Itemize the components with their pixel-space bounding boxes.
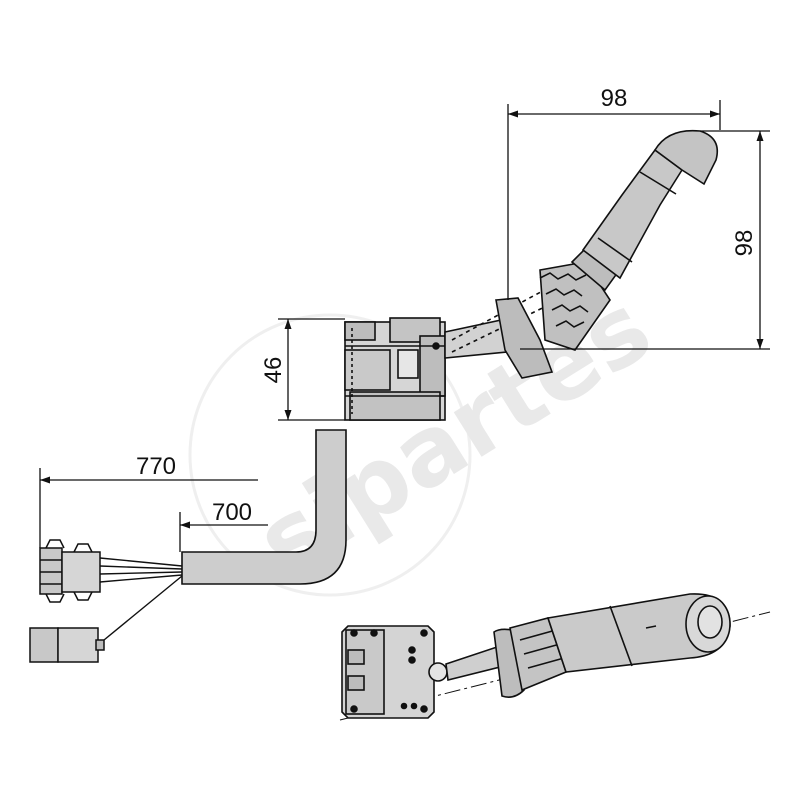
dimension-switch-height: 46	[260, 357, 287, 384]
dimension-cable-total-length: 770	[136, 453, 176, 480]
lever-stalk-side-view	[444, 261, 611, 379]
connector-plug-icon	[39, 539, 101, 603]
dimension-lever-height: 98	[731, 230, 758, 257]
cable-wires	[99, 557, 183, 641]
dimension-lever-reach: 98	[601, 85, 628, 112]
combination-switch-perspective-view	[339, 593, 771, 721]
dimension-cable-sheath-length: 700	[212, 499, 252, 526]
dimension-lines	[39, 100, 770, 552]
watermark-text: sipartes	[238, 271, 670, 599]
switch-body-side-view	[344, 317, 446, 421]
cable-sheath	[181, 429, 347, 585]
connector-socket-icon	[29, 627, 105, 663]
lever-handle-side-view	[570, 129, 719, 292]
